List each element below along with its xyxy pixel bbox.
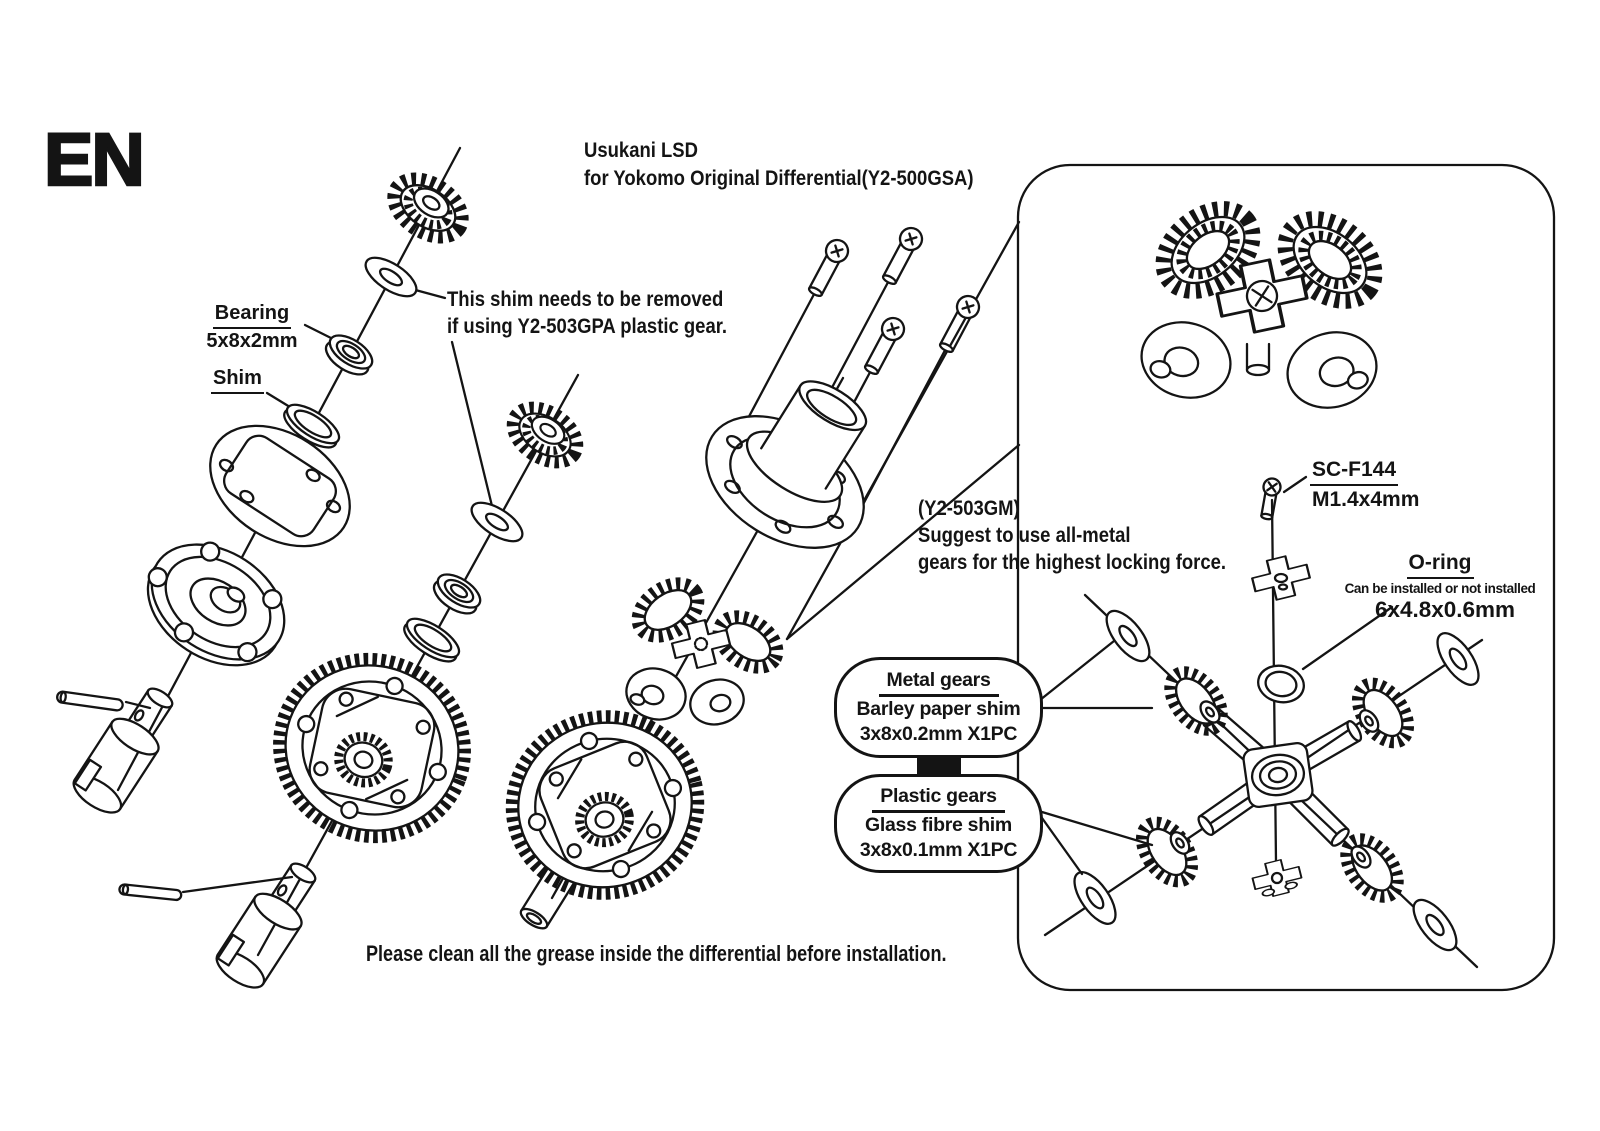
metal-note-line1: (Y2-503GM) — [918, 497, 1020, 520]
cross-spider-top — [1247, 550, 1315, 606]
metal-gears-title: Metal gears — [878, 668, 999, 698]
metal-note-line3: gears for the highest locking force. — [918, 551, 1227, 574]
bevel-gear-1 — [387, 172, 469, 244]
metal-gears-spec: 3x8x0.2mm X1PC — [859, 722, 1018, 745]
shim-note-line2: if using Y2-503GPA plastic gear. — [447, 315, 728, 338]
pin-guide-2 — [181, 875, 294, 894]
assembled-gear-cluster — [1133, 192, 1391, 409]
panel-bevel-gear-tr-hub — [1358, 709, 1380, 733]
panel-bevel-gear-tl-hub — [1199, 700, 1221, 724]
metal-note-line2: Suggest to use all-metal — [918, 524, 1131, 547]
o-ring-size: 6x4.8x0.6mm — [1374, 597, 1516, 622]
screw-4 — [854, 294, 981, 521]
shim-label: Shim — [211, 367, 264, 394]
axis-line-2 — [256, 373, 580, 957]
o-ring-note: Can be installed or not installed — [1344, 581, 1536, 596]
language-code: EN — [43, 117, 146, 203]
footer-note: Please clean all the grease inside the d… — [366, 941, 947, 966]
metal-gears-box: Metal gears Barley paper shim 3x8x0.2mm … — [834, 657, 1043, 758]
plastic-gears-box: Plastic gears Glass fibre shim 3x8x0.1mm… — [834, 774, 1043, 873]
sheet-title-line2: for Yokomo Original Differential(Y2-500G… — [584, 167, 974, 190]
spider-gear-assembly — [625, 577, 784, 726]
shim-2 — [397, 610, 466, 670]
diff-cover — [146, 541, 286, 667]
sheet-title-line1: Usukani LSD — [584, 139, 698, 162]
diff-hub — [705, 380, 868, 549]
bearing-2 — [427, 566, 487, 622]
panel-bevel-gear-bl-hub — [1169, 831, 1191, 855]
screw-size-label: M1.4x4mm — [1312, 488, 1420, 511]
drive-pin-2 — [118, 883, 183, 902]
panel-bevel-gear-br-hub — [1350, 845, 1372, 869]
spur-gear-case-1 — [255, 633, 490, 862]
plastic-gears-spec: 3x8x0.1mm X1PC — [859, 838, 1018, 861]
cross-spider-bottom — [1248, 854, 1306, 902]
drive-pin-1 — [56, 690, 124, 712]
shim-note-line1: This shim needs to be removed — [447, 288, 724, 311]
plastic-gears-shim: Glass fibre shim — [865, 814, 1012, 837]
bearing-size-label: 5x8x2mm — [206, 330, 298, 352]
o-ring-label: O-ring — [1325, 551, 1555, 579]
gasket-plate — [209, 424, 351, 548]
m1-screw — [1260, 477, 1282, 521]
bevel-gear-2 — [506, 401, 584, 469]
panel-callout-lines — [1038, 475, 1394, 876]
screw-part-label: SC-F144 — [1310, 458, 1399, 486]
pin-guide-1 — [124, 700, 152, 710]
shim-washer-2 — [464, 494, 530, 550]
outdrive-cup-1 — [72, 687, 174, 814]
bearing-label: Bearing — [196, 302, 308, 329]
o-ring-part — [1257, 664, 1305, 704]
shim-washer-1 — [358, 249, 424, 305]
spur-gear-case-2 — [493, 697, 716, 930]
plastic-gears-title: Plastic gears — [872, 784, 1005, 814]
outdrive-cup-2 — [215, 862, 317, 989]
metal-gears-shim: Barley paper shim — [856, 698, 1021, 721]
